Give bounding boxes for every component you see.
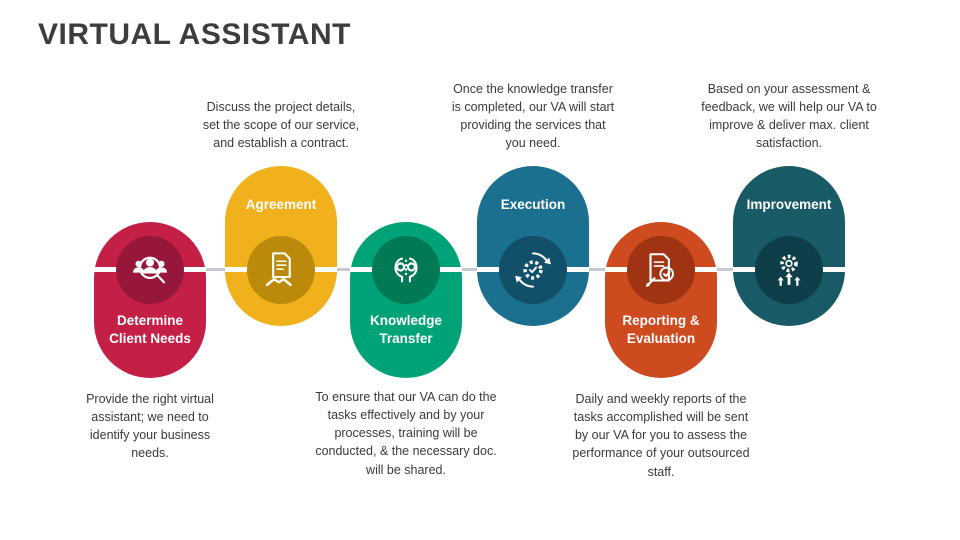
improvement-gear-arrows-icon <box>755 236 823 304</box>
step-label: Knowledge Transfer <box>369 313 442 346</box>
step-description: Once the knowledge transfer is completed… <box>451 81 615 150</box>
execution-cycle-gear-icon <box>499 236 567 304</box>
team-search-icon <box>116 236 184 304</box>
step-label: Execution <box>500 197 566 212</box>
process-connector-line <box>98 268 842 271</box>
contract-handshake-icon <box>247 236 315 304</box>
step-reporting-evaluation: Reporting & Evaluation Daily and weekly … <box>572 0 750 540</box>
step-label: Reporting & Evaluation <box>622 313 700 346</box>
step-description: Based on your assessment & feedback, we … <box>701 81 877 150</box>
step-label: Improvement <box>746 197 832 212</box>
step-agreement: Agreement Discuss the project details, s… <box>203 0 359 540</box>
slide-title: VIRTUAL ASSISTANT <box>38 18 351 51</box>
step-description: To ensure that our VA can do the tasks e… <box>315 390 497 477</box>
step-description: Discuss the project details, set the sco… <box>202 99 360 150</box>
step-pill: Execution <box>477 166 589 326</box>
step-execution: Execution Once the knowledge transfer is… <box>452 0 614 540</box>
step-label: Determine Client Needs <box>109 313 191 346</box>
step-pill: Knowledge Transfer <box>350 222 462 378</box>
knowledge-transfer-heads-icon <box>372 236 440 304</box>
step-description: Provide the right virtual assistant; we … <box>86 392 214 461</box>
step-knowledge-transfer: Knowledge Transfer To ensure that our VA… <box>315 0 497 540</box>
step-description: Daily and weekly reports of the tasks ac… <box>572 392 750 479</box>
report-checklist-icon <box>627 236 695 304</box>
step-pill: Agreement <box>225 166 337 326</box>
step-pill: Reporting & Evaluation <box>605 222 717 378</box>
step-improvement: Improvement Based on your assessment & f… <box>701 0 877 540</box>
step-pill: Improvement <box>733 166 845 326</box>
step-pill: Determine Client Needs <box>94 222 206 378</box>
step-label: Agreement <box>245 197 317 212</box>
step-determine-client-needs: Determine Client Needs Provide the right… <box>86 0 214 540</box>
